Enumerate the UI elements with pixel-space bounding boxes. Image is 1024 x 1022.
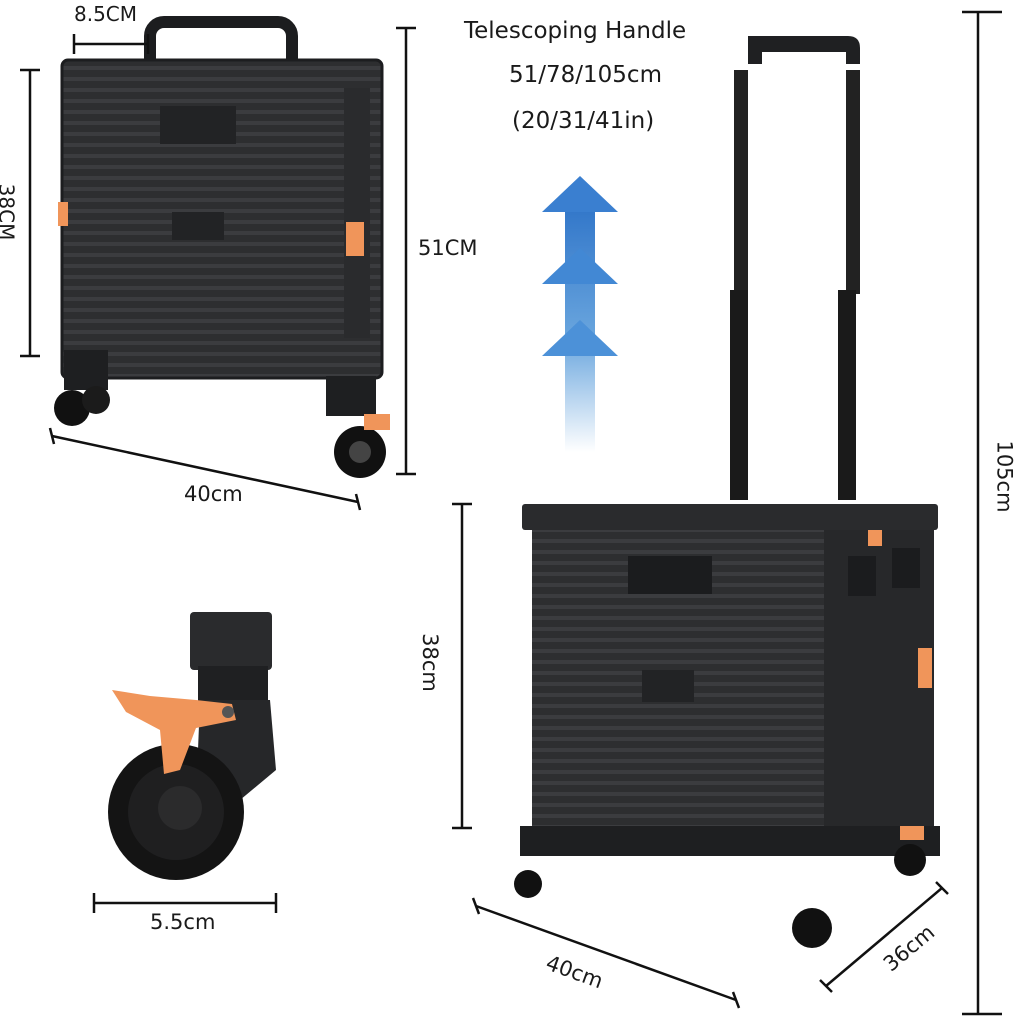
handle-heights-in: (20/31/41in) (512, 108, 655, 134)
folded-total-height-label: 51CM (418, 236, 478, 260)
wheel-dimension-line (92, 893, 278, 913)
folded-cart (54, 16, 390, 478)
open-box-height-label: 38cm (417, 633, 442, 692)
wheel-detail (108, 612, 276, 880)
wheel-width-label: 5.5cm (150, 910, 216, 934)
folded-dimension-lines (20, 26, 416, 511)
handle-heights-cm: 51/78/105cm (509, 62, 662, 88)
up-arrows (542, 176, 618, 452)
folded-width-label: 40cm (184, 482, 243, 506)
open-dimension-lines (452, 10, 1002, 1016)
folded-height-label: 38CM (0, 183, 19, 241)
handle-title: Telescoping Handle (464, 18, 687, 44)
folded-handle-width-label: 8.5CM (74, 2, 138, 26)
open-cart (514, 36, 940, 948)
open-total-height-label: 105cm (992, 440, 1017, 513)
